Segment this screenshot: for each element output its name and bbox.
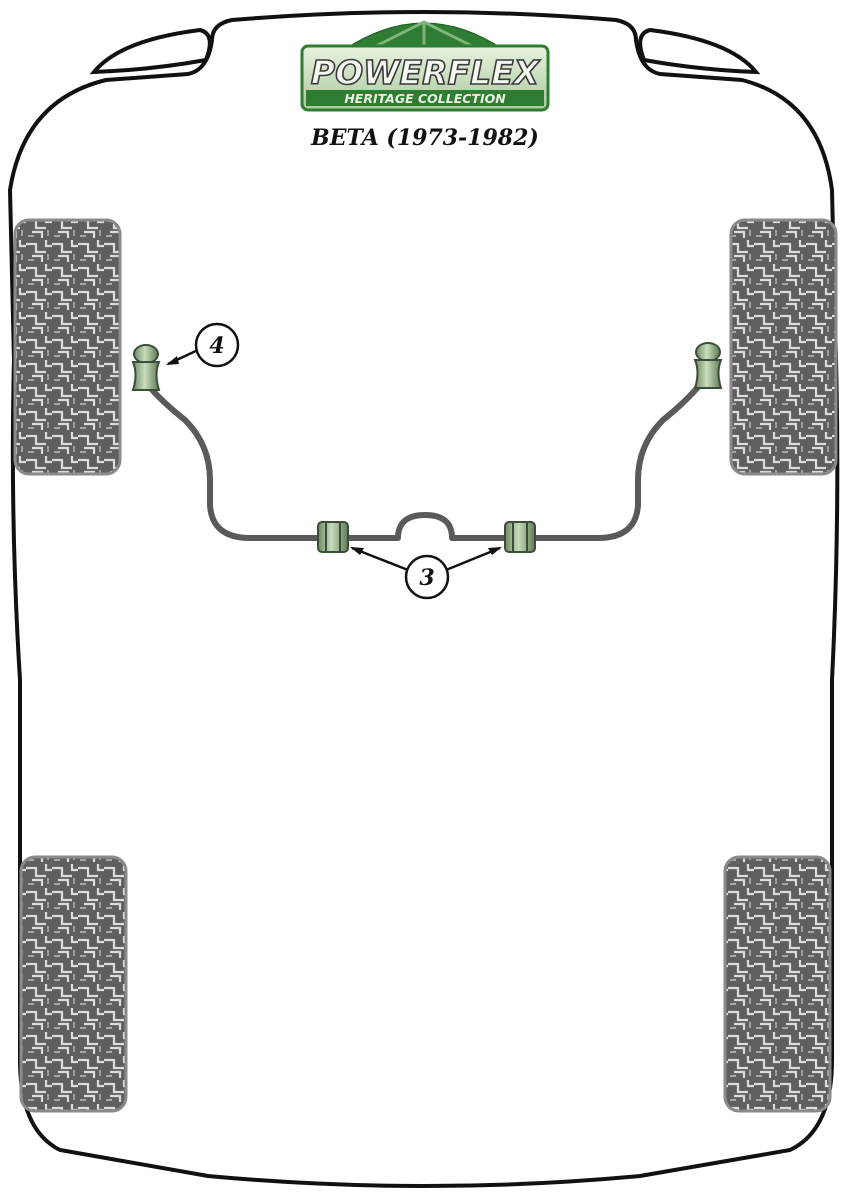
logo-brand-text: POWERFLEX [311, 53, 541, 92]
callout-3: 3 [350, 546, 502, 600]
car-body-outline [7, 10, 840, 1188]
left-drop-link-bush [131, 344, 161, 391]
powerflex-logo: POWERFLEX HERITAGE COLLECTION [300, 20, 550, 112]
model-title: BETA (1973-1982) [310, 125, 539, 151]
rear-right-tyre [723, 855, 832, 1113]
callout-4: 4 [166, 322, 240, 368]
anti-roll-bar [145, 377, 707, 541]
callout-3-label: 3 [419, 565, 434, 591]
right-mirror [638, 27, 761, 75]
right-mount-bush [504, 521, 536, 553]
rear-left-tyre [19, 855, 128, 1113]
left-mount-bush [317, 521, 349, 553]
logo-subline-text: HERITAGE COLLECTION [344, 91, 506, 106]
callout-4-label: 4 [209, 333, 224, 359]
right-drop-link-bush [693, 342, 723, 389]
front-left-tyre [13, 218, 122, 476]
left-mirror [89, 27, 212, 75]
front-right-tyre [729, 218, 838, 476]
